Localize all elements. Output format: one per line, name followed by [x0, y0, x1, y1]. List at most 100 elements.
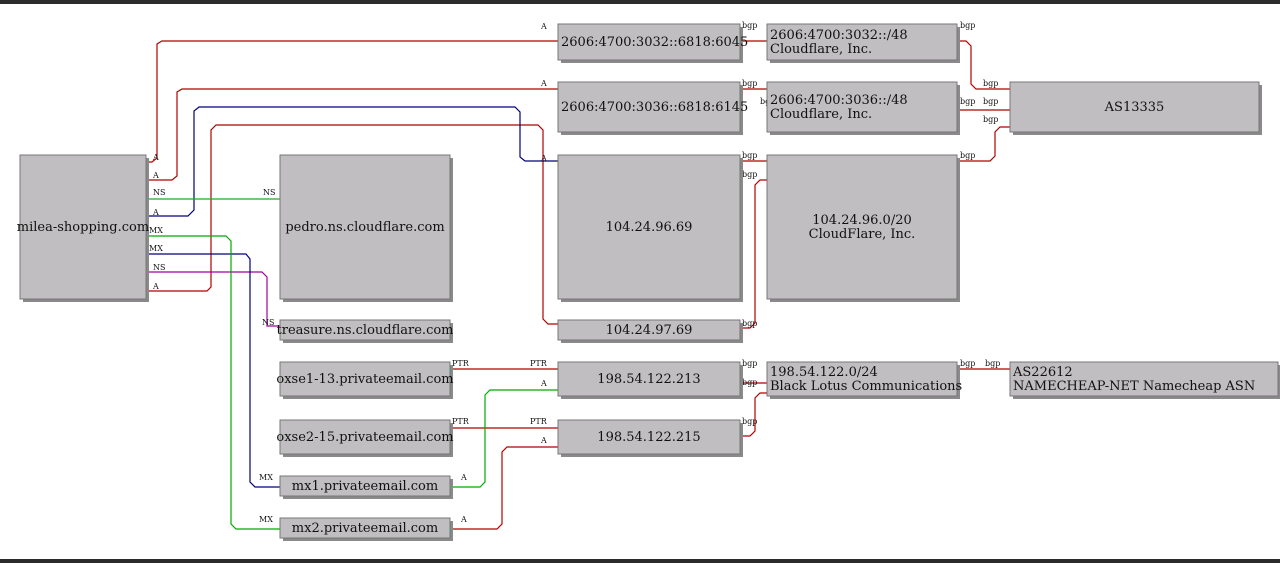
node-label: CloudFlare, Inc. [809, 227, 916, 242]
edge-tail-label: bgp [742, 319, 757, 328]
edge-head-label: bgp [983, 97, 998, 106]
node-box[interactable] [279, 319, 451, 341]
edge-head-label: MX [259, 473, 273, 482]
edge-tail-label: A [152, 153, 159, 162]
edge-tail-label: bgp [960, 151, 975, 160]
node-ip4_9669[interactable]: 104.24.96.69 [557, 154, 743, 302]
node-ip6_6145[interactable]: 2606:4700:3036::6818:6145 [557, 81, 748, 135]
node-box[interactable] [279, 154, 451, 300]
edge-line [740, 179, 767, 329]
node-label: mx2.privateemail.com [292, 521, 438, 536]
node-box[interactable] [557, 81, 741, 133]
node-box[interactable] [1009, 361, 1279, 397]
node-box[interactable] [1009, 81, 1260, 133]
edge-head-label: A [540, 154, 547, 163]
node-label: mx1.privateemail.com [292, 479, 438, 494]
node-label: Cloudflare, Inc. [770, 42, 872, 57]
edge-head-label: bgp [742, 170, 757, 179]
node-ip_213[interactable]: 198.54.122.213 [557, 361, 743, 399]
node-box[interactable] [279, 475, 451, 497]
node-box[interactable] [766, 154, 958, 300]
node-label: 2606:4700:3032::/48 [770, 28, 908, 43]
edge-line [146, 235, 280, 530]
node-box[interactable] [19, 154, 147, 300]
bottom-border [0, 559, 1280, 563]
node-box[interactable] [279, 419, 451, 455]
node-mx1[interactable]: mx1.privateemail.com [279, 475, 453, 499]
node-as13335[interactable]: AS13335 [1009, 81, 1262, 135]
edge-head-label: bgp [983, 115, 998, 124]
node-ns_treasure[interactable]: treasure.ns.cloudflare.com [277, 319, 454, 343]
edge-tail-label: A [152, 208, 159, 217]
edge-tail-label: bgp [742, 151, 757, 160]
edge-e2: AA [146, 79, 558, 181]
node-box[interactable] [557, 319, 741, 341]
node-label: 104.24.96.69 [606, 220, 693, 235]
node-ip4_9769[interactable]: 104.24.97.69 [557, 319, 743, 343]
edge-head-label: PTR [530, 359, 548, 368]
edge-head-label: A [540, 436, 547, 445]
node-domain[interactable]: milea-shopping.com [17, 154, 149, 302]
edge-tail-label: PTR [452, 359, 470, 368]
node-ip_215[interactable]: 198.54.122.215 [557, 419, 743, 457]
edge-head-label: PTR [530, 417, 548, 426]
node-label: 104.24.96.0/20 [812, 213, 912, 228]
node-box[interactable] [279, 517, 451, 539]
edge-tail-label: bgp [960, 97, 975, 106]
node-label: oxse1-13.privateemail.com [276, 372, 453, 387]
edge-tail-label: A [460, 473, 467, 482]
node-label: oxse2-15.privateemail.com [276, 430, 453, 445]
node-oxse1[interactable]: oxse1-13.privateemail.com [276, 361, 454, 399]
node-box[interactable] [557, 419, 741, 455]
node-label: NAMECHEAP-NET Namecheap ASN [1013, 379, 1255, 394]
edge-line [740, 392, 767, 437]
edge-line [957, 126, 1010, 162]
node-label: 104.24.97.69 [606, 323, 693, 338]
edge-tail-label: bgp [960, 359, 975, 368]
edge-tail-label: A [152, 171, 159, 180]
edge-line [146, 88, 558, 181]
node-box[interactable] [557, 154, 741, 300]
node-label: 2606:4700:3036::6818:6145 [561, 100, 748, 115]
node-ip6_6045[interactable]: 2606:4700:3032::6818:6045 [557, 23, 748, 63]
node-ns_pedro[interactable]: pedro.ns.cloudflare.com [279, 154, 453, 302]
edge-head-label: bgp [983, 79, 998, 88]
node-box[interactable] [766, 361, 958, 397]
edge-line [957, 40, 1010, 90]
edge-e4: AA [146, 106, 558, 217]
edge-line [450, 389, 558, 488]
node-box[interactable] [557, 23, 741, 61]
edge-line [146, 106, 558, 217]
edge-line [146, 253, 280, 488]
node-label: 2606:4700:3036::/48 [770, 93, 908, 108]
edge-head-label: A [540, 379, 547, 388]
node-label: pedro.ns.cloudflare.com [285, 220, 444, 235]
edge-e11: bgp [740, 151, 767, 162]
edge-head-label: bgp [742, 378, 757, 387]
edge-tail-label: bgp [960, 21, 975, 30]
node-box[interactable] [557, 361, 741, 397]
edge-head-label: A [540, 22, 547, 31]
node-mx2[interactable]: mx2.privateemail.com [279, 517, 453, 541]
node-box[interactable] [279, 361, 451, 397]
node-box[interactable] [766, 81, 958, 133]
edge-e18: AA [450, 379, 558, 488]
node-box[interactable] [766, 23, 958, 61]
edge-head-label: NS [262, 318, 274, 327]
node-oxse2[interactable]: oxse2-15.privateemail.com [276, 419, 454, 457]
node-label: Black Lotus Communications [770, 379, 962, 394]
edge-line [146, 124, 558, 325]
